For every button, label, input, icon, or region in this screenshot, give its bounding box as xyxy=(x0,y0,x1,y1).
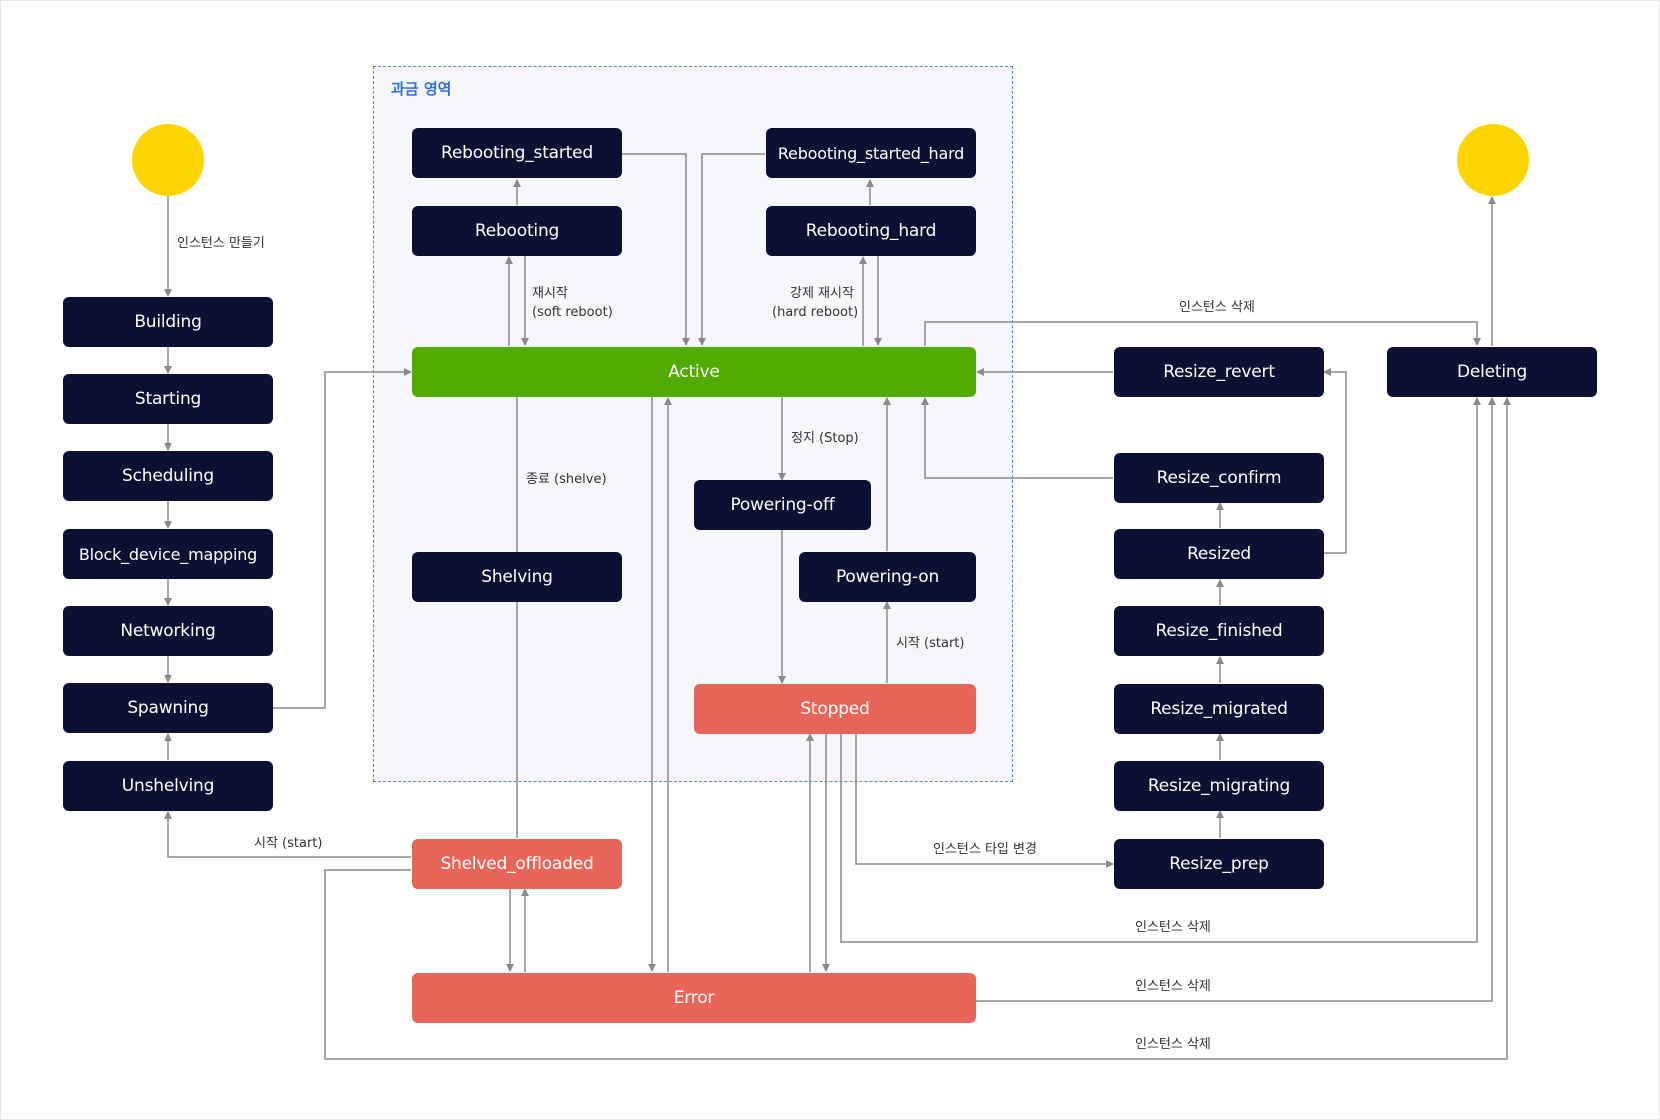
state-powering-off[interactable]: Powering-off xyxy=(694,480,871,530)
label-soft-reboot-line1: 재시작 xyxy=(532,286,568,301)
edge-shelved-deleting xyxy=(324,397,1511,1060)
state-resize-migrated[interactable]: Resize_migrated xyxy=(1114,684,1324,734)
state-rebooting-started-hard[interactable]: Rebooting_started_hard xyxy=(766,128,976,178)
state-unshelving[interactable]: Unshelving xyxy=(63,761,273,811)
label-create-instance: 인스턴스 만들기 xyxy=(177,236,265,251)
billing-region xyxy=(373,66,1013,782)
label-delete-from-active: 인스턴스 삭제 xyxy=(1179,300,1255,315)
state-block-device-mapping[interactable]: Block_device_mapping xyxy=(63,529,273,579)
state-resize-confirm[interactable]: Resize_confirm xyxy=(1114,453,1324,503)
label-start-from-stopped: 시작 (start) xyxy=(896,636,965,651)
state-shelving[interactable]: Shelving xyxy=(412,552,622,602)
state-building[interactable]: Building xyxy=(63,297,273,347)
billing-region-title: 과금 영역 xyxy=(391,80,452,98)
state-active[interactable]: Active xyxy=(412,347,976,397)
label-delete-from-error: 인스턴스 삭제 xyxy=(1135,979,1211,994)
edge-shelved-unshelving xyxy=(164,811,411,858)
state-scheduling[interactable]: Scheduling xyxy=(63,451,273,501)
state-rebooting[interactable]: Rebooting xyxy=(412,206,622,256)
edge-resized-revert xyxy=(1323,368,1347,554)
state-networking[interactable]: Networking xyxy=(63,606,273,656)
edge-reboot-started-hard-active xyxy=(698,153,765,346)
state-resize-migrating[interactable]: Resize_migrating xyxy=(1114,761,1324,811)
edge-resize-confirm-active xyxy=(921,397,1113,479)
label-delete-from-shelved: 인스턴스 삭제 xyxy=(1135,1037,1211,1052)
edge-stopped-deleting xyxy=(840,397,1481,943)
end-terminal xyxy=(1457,124,1529,196)
state-powering-on[interactable]: Powering-on xyxy=(799,552,976,602)
state-resize-finished[interactable]: Resize_finished xyxy=(1114,606,1324,656)
state-rebooting-started[interactable]: Rebooting_started xyxy=(412,128,622,178)
state-starting[interactable]: Starting xyxy=(63,374,273,424)
state-stopped[interactable]: Stopped xyxy=(694,684,976,734)
label-stop: 정지 (Stop) xyxy=(791,431,859,446)
edge-stopped-resize-prep xyxy=(855,733,1114,868)
label-soft-reboot-line2: (soft reboot) xyxy=(532,305,613,320)
state-spawning[interactable]: Spawning xyxy=(63,683,273,733)
edge-spawning-active xyxy=(272,368,412,709)
edge-active-deleting xyxy=(924,321,1481,346)
label-hard-reboot-line1: 강제 재시작 xyxy=(790,286,854,301)
label-start-unshelve: 시작 (start) xyxy=(254,836,323,851)
state-rebooting-hard[interactable]: Rebooting_hard xyxy=(766,206,976,256)
edge-error-deleting xyxy=(975,397,1496,1002)
state-error[interactable]: Error xyxy=(412,973,976,1023)
state-shelved-offloaded[interactable]: Shelved_offloaded xyxy=(412,839,622,889)
state-resized[interactable]: Resized xyxy=(1114,529,1324,579)
state-deleting[interactable]: Deleting xyxy=(1387,347,1597,397)
label-shelve: 종료 (shelve) xyxy=(526,472,607,487)
label-change-type: 인스턴스 타입 변경 xyxy=(933,842,1037,857)
start-terminal xyxy=(132,124,204,196)
label-delete-from-stopped: 인스턴스 삭제 xyxy=(1135,920,1211,935)
label-hard-reboot-line2: (hard reboot) xyxy=(772,305,859,320)
edge-reboot-started-active xyxy=(622,153,690,346)
state-resize-revert[interactable]: Resize_revert xyxy=(1114,347,1324,397)
state-resize-prep[interactable]: Resize_prep xyxy=(1114,839,1324,889)
